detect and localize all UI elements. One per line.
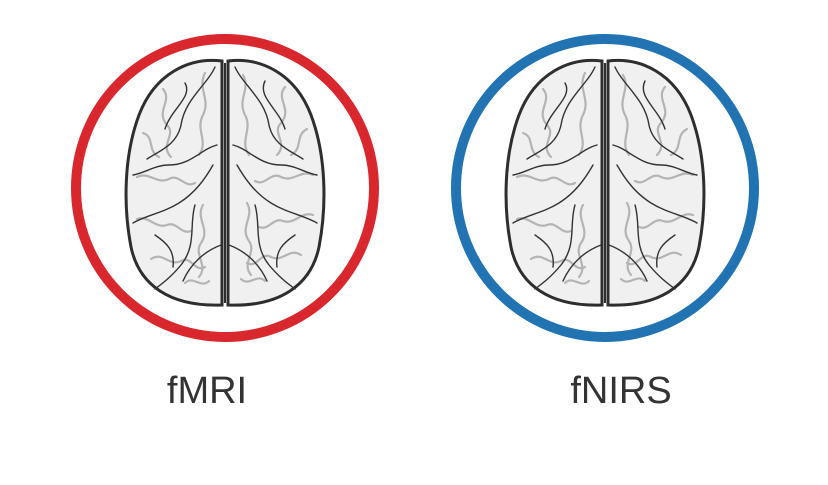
fnirs-diagram [451, 34, 759, 342]
brain-icon [124, 58, 326, 307]
fmri-diagram [71, 34, 379, 342]
fnirs-label: fNIRS [570, 370, 672, 412]
brain-icon [504, 58, 706, 307]
fmri-label: fMRI [166, 370, 248, 412]
fmri-ring [71, 34, 379, 342]
fnirs-panel: fNIRS [414, 0, 828, 485]
fnirs-ring [451, 34, 759, 342]
fmri-panel: fMRI [71, 34, 379, 412]
